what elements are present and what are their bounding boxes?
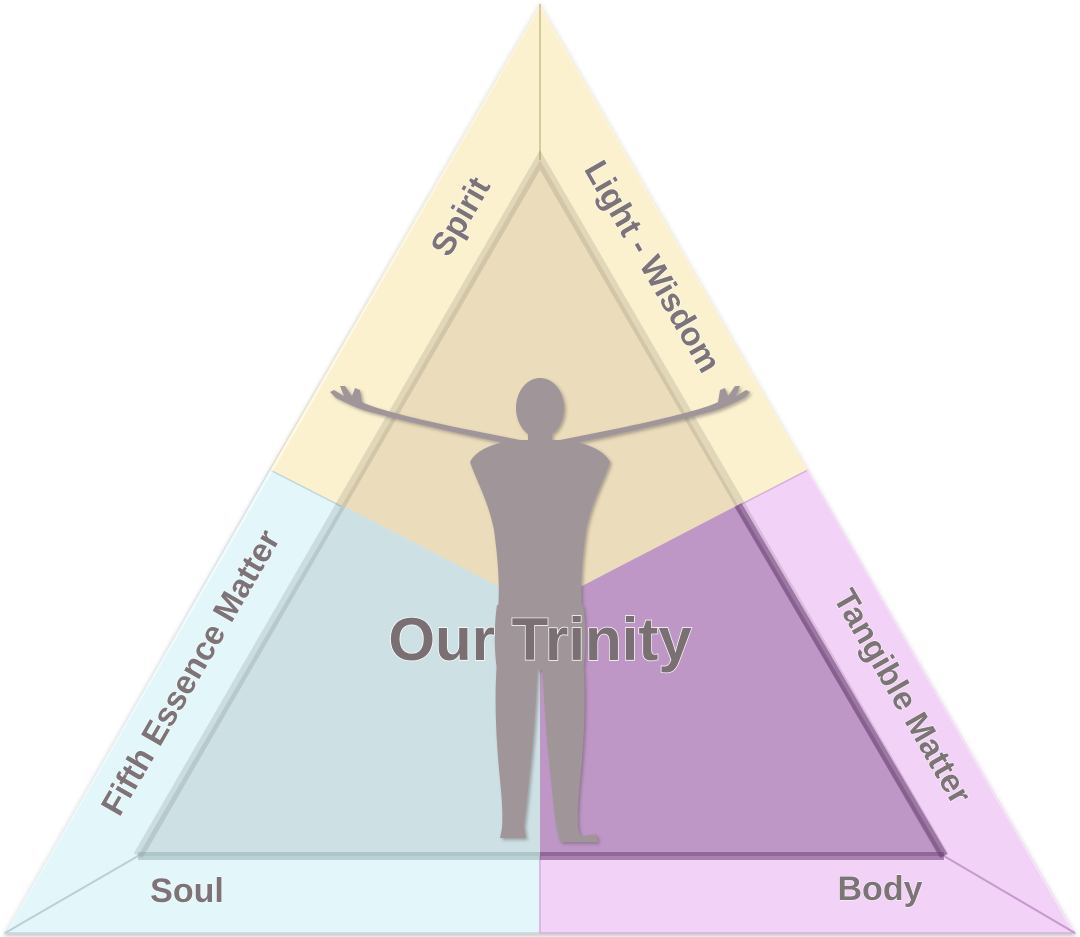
inner-triangle: [133, 150, 949, 860]
label-soul: Soul: [150, 872, 224, 910]
label-body: Body: [838, 870, 923, 908]
human-figure-icon: [330, 378, 750, 842]
bevel-edges: [3, 2, 1077, 934]
body-inner-region: [540, 505, 944, 856]
soul-inner-region: [138, 505, 540, 856]
diagram-title: Our Trinity: [388, 606, 692, 673]
